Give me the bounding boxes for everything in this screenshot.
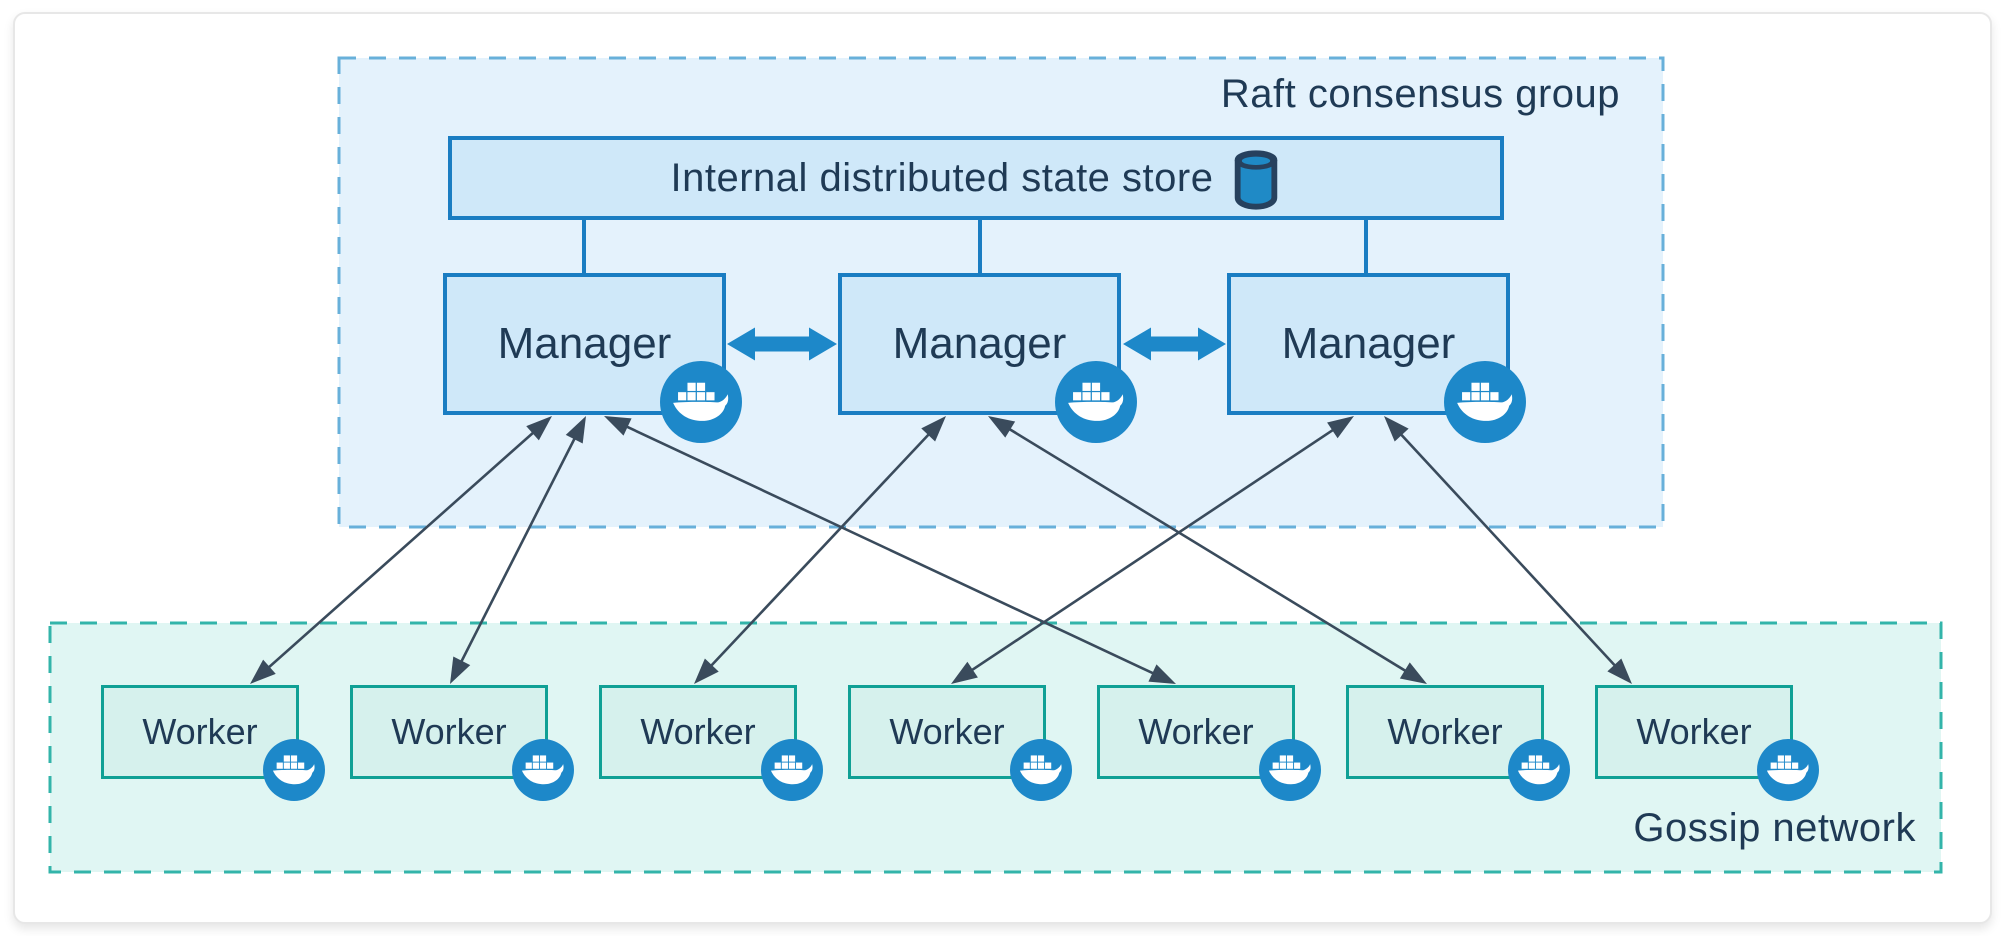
manager-node: Manager [838,273,1137,443]
manager-label: Manager [892,319,1067,368]
docker-whale-icon [761,739,823,801]
manager-label: Manager [1281,319,1456,368]
docker-whale-icon [512,739,574,801]
manager-label: Manager [497,319,672,368]
worker-label: Worker [1138,711,1254,752]
docker-whale-icon [1757,739,1819,801]
worker-node: Worker [350,685,574,801]
worker-label: Worker [391,711,507,752]
docker-whale-icon [1055,361,1137,443]
worker-node: Worker [1097,685,1321,801]
manager-node: Manager [443,273,742,443]
raft-group-label: Raft consensus group [1220,72,1620,116]
manager-node: Manager [1227,273,1526,443]
worker-label: Worker [1387,711,1503,752]
docker-whale-icon [1508,739,1570,801]
docker-whale-icon [1259,739,1321,801]
state-store-node: Internal distributed state store [448,136,1504,220]
gossip-network-label: Gossip network [1633,806,1916,850]
worker-label: Worker [142,711,258,752]
worker-node: Worker [599,685,823,801]
docker-whale-icon [263,739,325,801]
worker-label: Worker [1636,711,1752,752]
state-store-label: Internal distributed state store [670,155,1214,200]
worker-node: Worker [1595,685,1819,801]
worker-node: Worker [848,685,1072,801]
worker-label: Worker [889,711,1005,752]
worker-node: Worker [1346,685,1570,801]
worker-node: Worker [101,685,325,801]
docker-whale-icon [1444,361,1526,443]
database-icon [1235,150,1278,210]
worker-label: Worker [640,711,756,752]
docker-whale-icon [660,361,742,443]
docker-whale-icon [1010,739,1072,801]
